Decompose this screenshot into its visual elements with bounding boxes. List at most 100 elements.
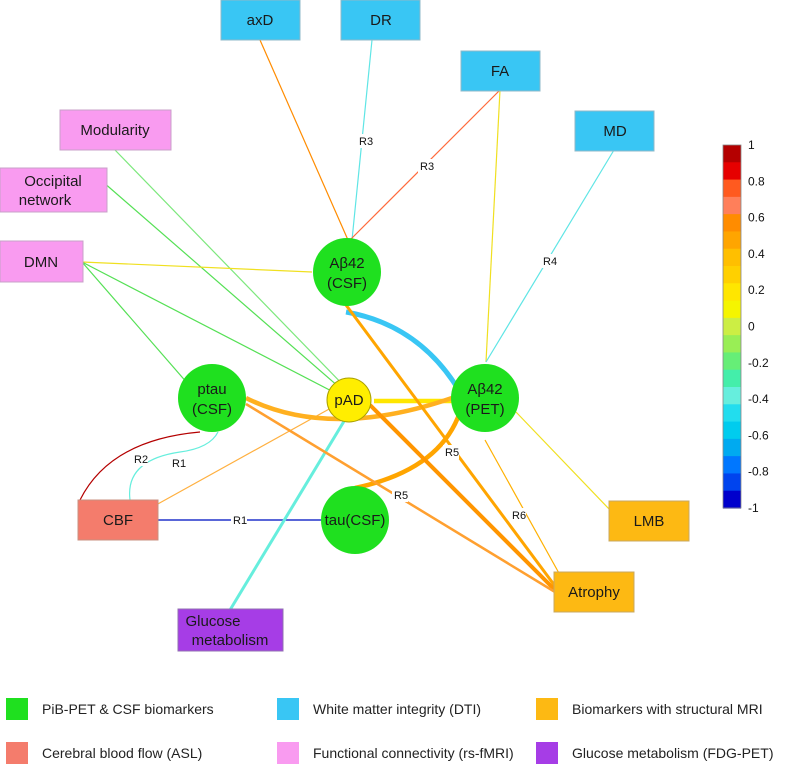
node-axd-label: axD [247, 12, 274, 29]
edge-dmn-abeta-csf [81, 261, 313, 273]
legend-label-fdg: Glucose metabolism (FDG-PET) [572, 745, 774, 761]
edge-abeta-pet-atrophy [484, 439, 561, 576]
node-fa: FA [460, 50, 541, 92]
rect-nodes: axD DR FA MD Modularity Occipital networ… [0, 0, 690, 652]
legend-item-dti: White matter integrity (DTI) [277, 698, 481, 720]
legend-item-pib-csf: PiB-PET & CSF biomarkers [6, 698, 214, 720]
legend-label-asl: Cerebral blood flow (ASL) [42, 745, 203, 761]
colorbar-segment [723, 317, 741, 336]
colorbar-tick-label: -0.6 [748, 428, 769, 442]
colorbar-segment [723, 179, 741, 198]
edge-dmn-ptau [81, 261, 196, 393]
edge-cbf-ptau [79, 431, 201, 501]
node-tau-label: tau(CSF) [325, 512, 386, 529]
node-atrophy: Atrophy [553, 571, 635, 613]
colorbar-tick-label: 1 [748, 138, 755, 152]
colorbar-segment [723, 266, 741, 284]
edge-label-r4: R4 [543, 256, 557, 268]
edge-cbf-ptau-r1 [129, 431, 219, 501]
edge-label-r5-a: R5 [445, 447, 459, 459]
node-pad: pAD [326, 377, 372, 423]
legend-swatch-dti [277, 698, 299, 720]
edge-label-r1-tau: R1 [233, 515, 247, 527]
colorbar-segment [723, 352, 741, 371]
node-glucose: Glucose metabolism [177, 608, 284, 652]
edge-labels: R3 R3 R4 R2 R1 R1 R5 R5 R6 [132, 134, 557, 527]
node-abeta-csf: Aβ42 (CSF) [313, 238, 381, 306]
colorbar-segment [723, 196, 741, 215]
colorbar-tick-label: -1 [748, 501, 759, 515]
node-fa-label: FA [491, 63, 509, 80]
edge-pad-atrophy [368, 403, 557, 592]
legend-label-structural-mri: Biomarkers with structural MRI [572, 701, 763, 717]
colorbar-tick-label: 0.8 [748, 174, 765, 188]
node-lmb-label: LMB [634, 513, 665, 530]
circle-nodes: Aβ42 (CSF) ptau (CSF) pAD Aβ42 (PET) tau… [178, 238, 519, 554]
network-diagram: R3 R3 R4 R2 R1 R1 R5 R5 R6 axD DR FA [0, 0, 769, 652]
node-cbf-label: CBF [103, 512, 133, 529]
legend-item-structural-mri: Biomarkers with structural MRI [536, 698, 763, 720]
node-abeta-csf-label-2: (CSF) [327, 275, 367, 292]
colorbar: 10.80.60.40.20-0.2-0.4-0.6-0.8-1 [722, 138, 769, 515]
colorbar-segment [723, 369, 741, 388]
edge-modularity-pad [114, 149, 351, 393]
colorbar-tick-label: 0.4 [748, 247, 765, 261]
legend-item-rsfmri: Functional connectivity (rs-fMRI) [277, 742, 514, 764]
node-abeta-pet-label-2: (PET) [465, 401, 504, 418]
node-occipital-label-2: network [19, 192, 72, 209]
node-ptau-label-1: ptau [197, 381, 226, 398]
node-dr: DR [340, 0, 421, 41]
legend-swatch-fdg [536, 742, 558, 764]
node-occipital-label-1: Occipital [24, 173, 82, 190]
colorbar-segment [723, 248, 741, 267]
node-dmn: DMN [0, 240, 84, 283]
colorbar-segment [723, 438, 741, 457]
node-ptau-label-2: (CSF) [192, 401, 232, 418]
colorbar-ticks: 10.80.60.40.20-0.2-0.4-0.6-0.8-1 [748, 138, 769, 515]
legend-swatch-asl [6, 742, 28, 764]
colorbar-segment [723, 283, 741, 302]
legend-item-fdg: Glucose metabolism (FDG-PET) [536, 742, 773, 764]
edge-fa-abeta-pet [485, 89, 501, 363]
node-md: MD [574, 110, 655, 152]
legend-label-dti: White matter integrity (DTI) [313, 701, 482, 717]
edge-cbf-pad [155, 402, 341, 506]
node-atrophy-label: Atrophy [568, 584, 620, 601]
edge-label-r6: R6 [512, 510, 526, 522]
edge-label-r3-dr: R3 [359, 136, 373, 148]
colorbar-segment [723, 162, 741, 181]
colorbar-tick-label: -0.2 [748, 356, 769, 370]
node-md-label: MD [603, 123, 626, 140]
edge-abeta-csf-abeta-pet [345, 309, 463, 394]
node-dr-label: DR [370, 12, 392, 29]
legend-item-asl: Cerebral blood flow (ASL) [6, 742, 202, 764]
node-glucose-label-1: Glucose [185, 613, 240, 630]
node-pad-label: pAD [334, 392, 363, 409]
colorbar-segment [723, 145, 741, 163]
edge-occipital-pad [94, 174, 348, 395]
node-modularity: Modularity [59, 109, 172, 151]
edge-label-r3-fa: R3 [420, 161, 434, 173]
colorbar-segment [723, 404, 741, 423]
edge-label-r2: R2 [134, 454, 148, 466]
legend-label-rsfmri: Functional connectivity (rs-fMRI) [313, 745, 514, 761]
node-ptau: ptau (CSF) [178, 364, 246, 432]
node-glucose-label-2: metabolism [192, 632, 269, 649]
node-abeta-pet: Aβ42 (PET) [451, 364, 519, 432]
edge-glucose-pad [228, 407, 354, 611]
colorbar-segment [723, 387, 741, 405]
colorbar-tick-label: -0.4 [748, 392, 769, 406]
legend: PiB-PET & CSF biomarkers White matter in… [0, 680, 787, 769]
edge-dmn-pad [81, 261, 346, 399]
colorbar-segment [723, 300, 741, 319]
colorbar-segment [723, 490, 741, 509]
colorbar-segment [723, 421, 741, 440]
node-dmn-label: DMN [24, 254, 58, 271]
colorbar-tick-label: 0 [748, 320, 755, 334]
node-modularity-label: Modularity [80, 122, 150, 139]
node-cbf: CBF [77, 499, 159, 541]
legend-swatch-structural-mri [536, 698, 558, 720]
colorbar-segment [723, 456, 741, 475]
edge-abeta-pet-lmb [515, 411, 611, 511]
colorbar-segment [723, 335, 741, 354]
